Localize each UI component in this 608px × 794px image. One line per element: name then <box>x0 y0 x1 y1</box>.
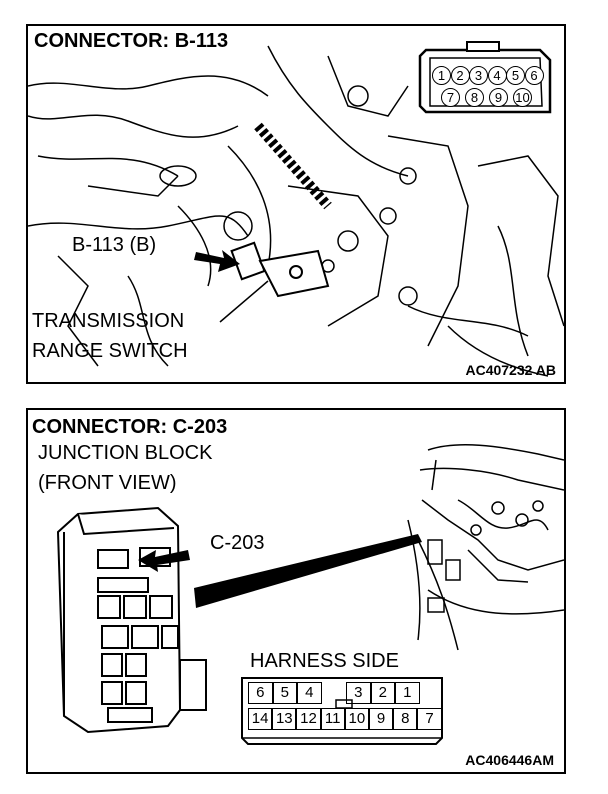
connector-pin: 10 <box>344 708 369 730</box>
connector-pin <box>322 682 345 702</box>
connector-pin: 11 <box>320 708 345 730</box>
connector-pin: 13 <box>272 708 297 730</box>
connector-pin: 4 <box>487 66 507 85</box>
figure-reference-code: AC406446AM <box>465 752 554 768</box>
subtitle-line1: JUNCTION BLOCK <box>38 442 213 464</box>
panel-title: CONNECTOR: C-203 <box>32 416 228 438</box>
connector-pin: 6 <box>248 682 273 704</box>
connector-pin: 9 <box>489 88 508 107</box>
part-name-line2: RANGE SWITCH <box>32 340 188 362</box>
connector-pin: 2 <box>450 66 470 85</box>
connector-pin: 2 <box>370 682 395 704</box>
connector-pin: 8 <box>393 708 418 730</box>
panel-title: CONNECTOR: B-113 <box>34 30 229 52</box>
callout-arrow-icon <box>138 550 190 572</box>
connector-pin: 12 <box>296 708 321 730</box>
part-name-line1: TRANSMISSION <box>32 310 185 332</box>
connector-pin: 1 <box>432 66 451 85</box>
subtitle-line2: (FRONT VIEW) <box>38 472 177 494</box>
junction-block-icon <box>56 506 207 734</box>
connector-callout-label: B-113 (B) <box>72 234 157 256</box>
connector-pin: 7 <box>441 88 460 107</box>
connector-pin: 10 <box>513 88 532 107</box>
connector-pin: 5 <box>506 66 525 85</box>
connector-pin: 7 <box>417 708 442 730</box>
connector-pin: 9 <box>369 708 394 730</box>
connector-pin: 3 <box>346 682 371 704</box>
connector-pin: 1 <box>395 682 420 704</box>
connector-pin: 3 <box>469 66 488 85</box>
harness-side-label: HARNESS SIDE <box>250 650 399 672</box>
figure-reference-code: AC407232 AB <box>465 362 556 378</box>
connector-callout-label: C-203 <box>210 532 265 554</box>
connector-pin: 14 <box>248 708 273 730</box>
connector-b113-panel: CONNECTOR: B-113 B-113 (B) TRANSMISSION … <box>26 24 566 384</box>
pointer-arrow-icon <box>194 250 240 272</box>
connector-pin: 4 <box>297 682 322 704</box>
connector-pin: 8 <box>465 88 484 107</box>
junction-block-illustration <box>56 444 564 745</box>
connector-c203-panel: CONNECTOR: C-203 JUNCTION BLOCK (FRONT V… <box>26 408 566 774</box>
harness-connector-outline <box>241 677 443 745</box>
connector-pin: 5 <box>272 682 297 704</box>
connector-pin: 6 <box>524 66 544 85</box>
pointer-arrow-icon <box>194 534 422 608</box>
